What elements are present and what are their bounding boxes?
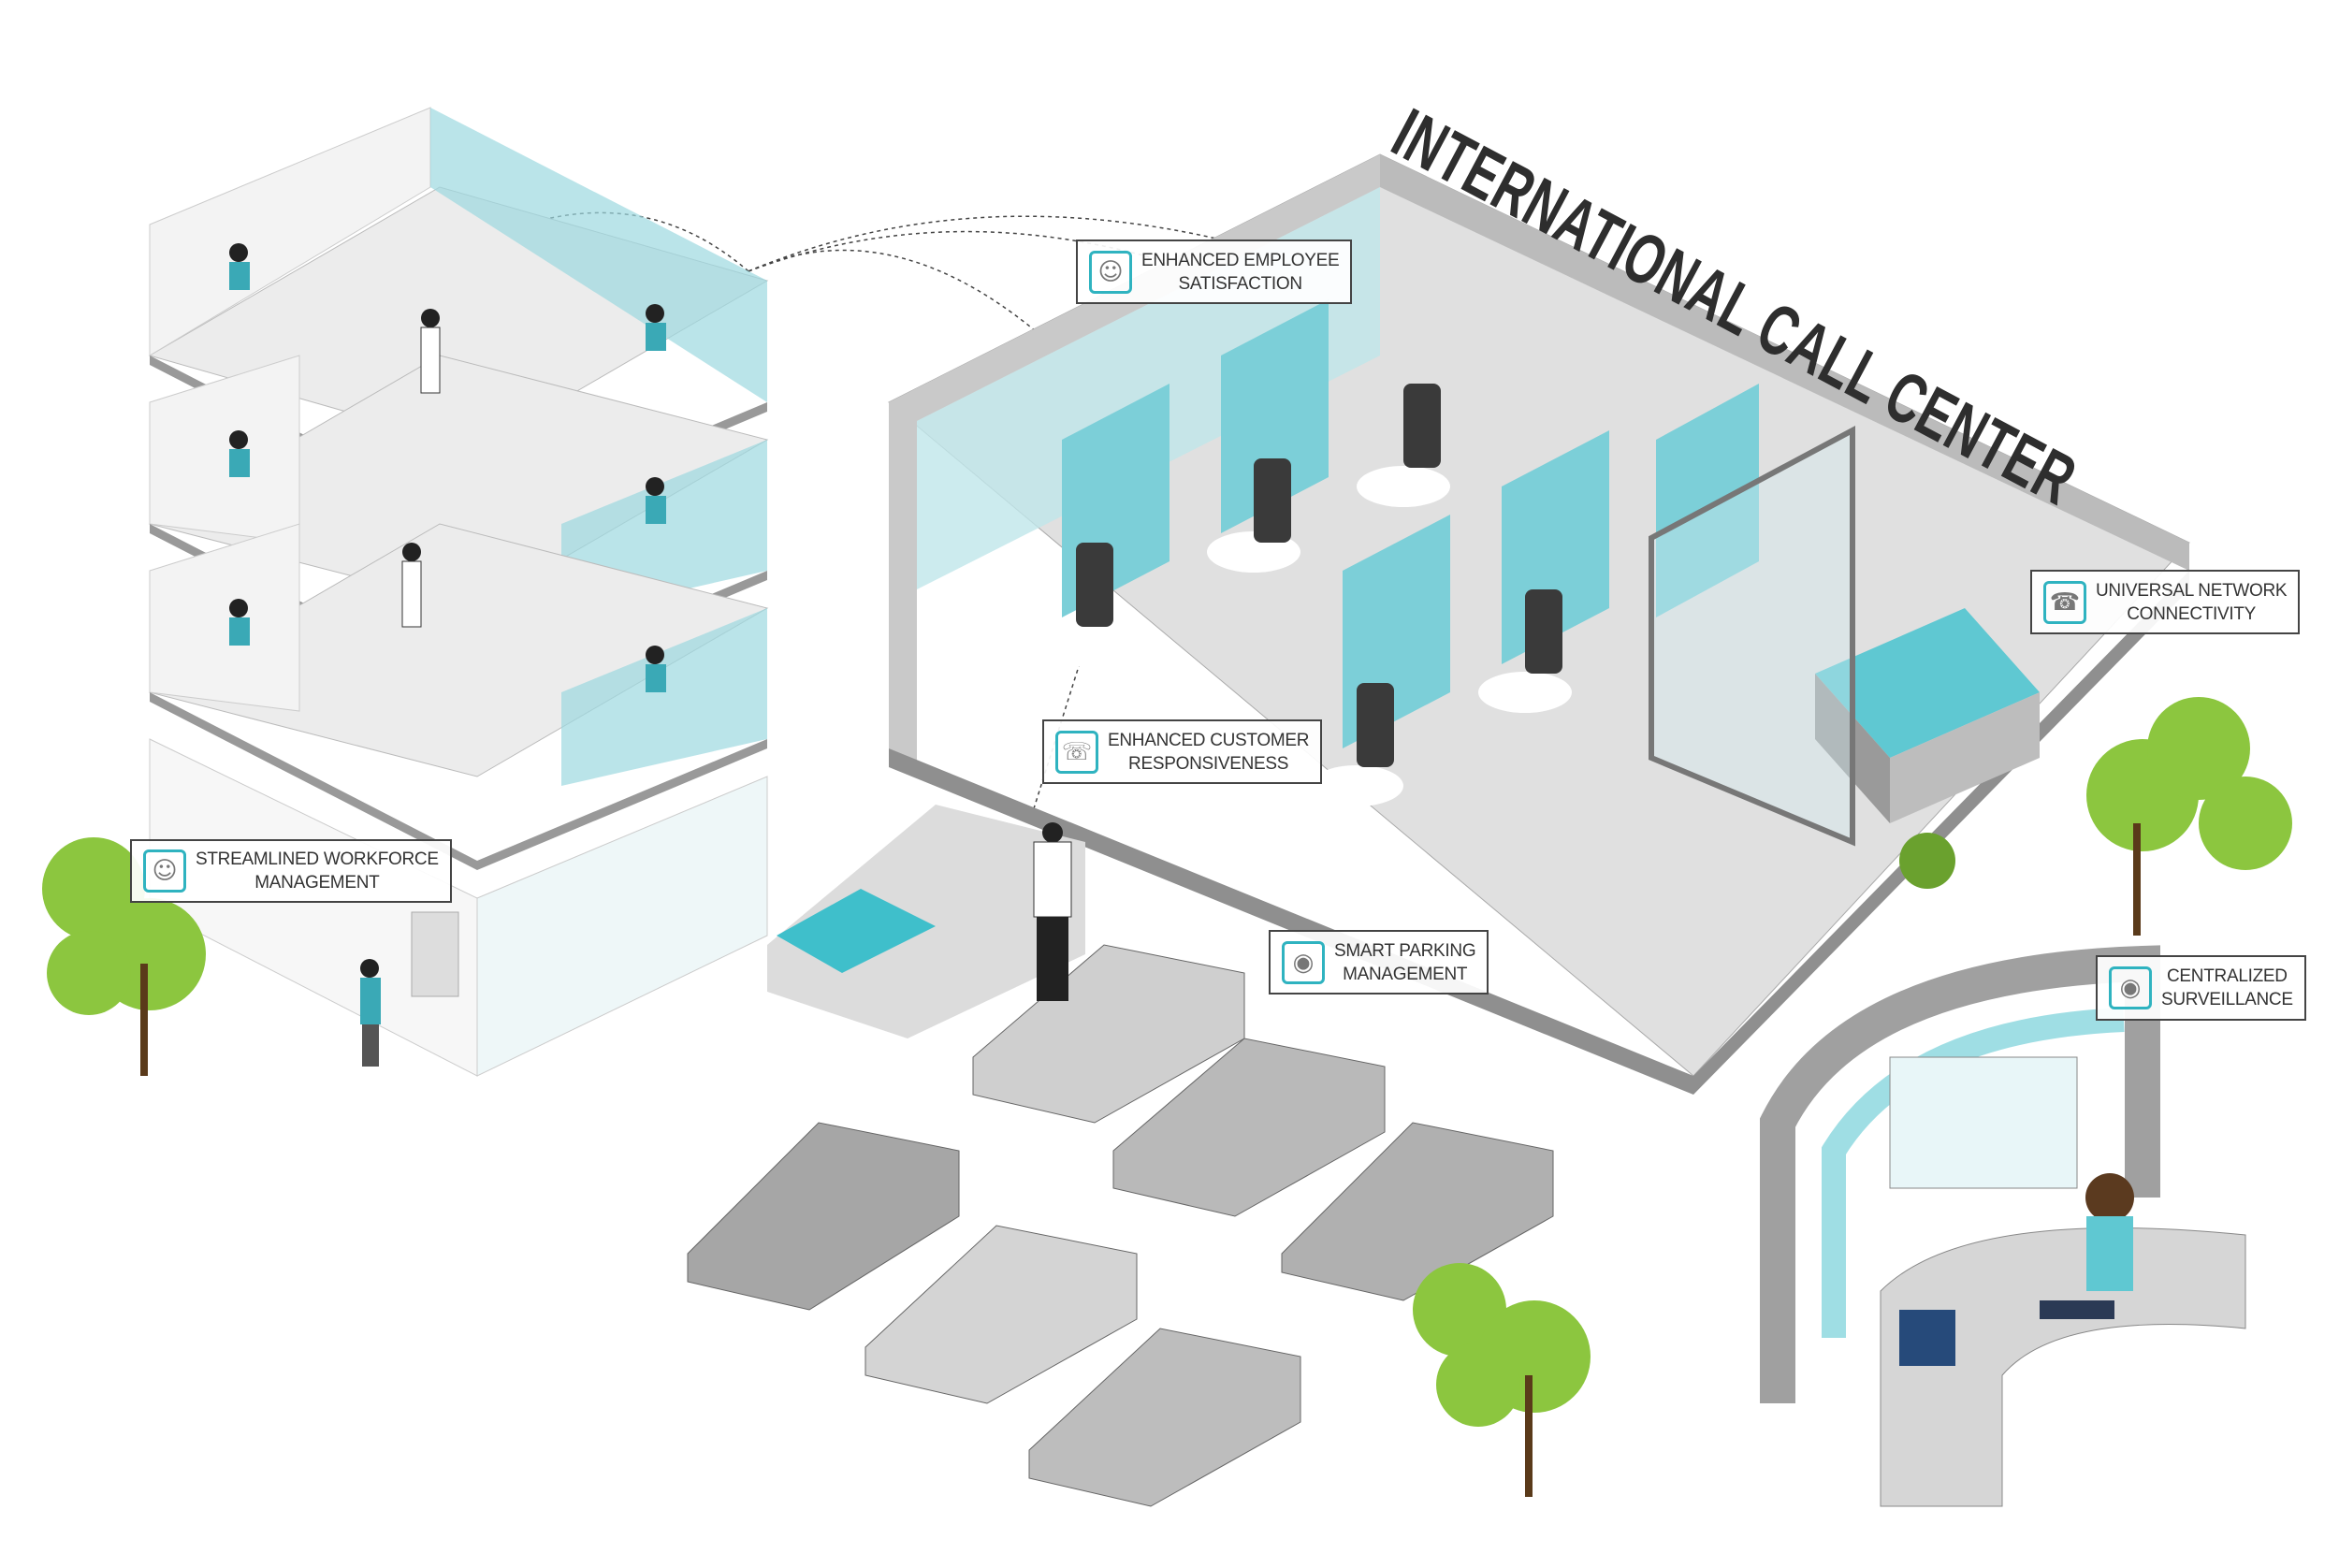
potted-plant	[1899, 833, 1955, 889]
callout-line: MANAGEMENT	[1343, 964, 1468, 984]
callout-centralized-surveillance: ◉ CENTRALIZED SURVEILLANCE	[2096, 955, 2306, 1021]
laptop	[1899, 1310, 1955, 1366]
phone-icon: ☏	[1055, 730, 1098, 774]
callout-smart-parking: ◉ SMART PARKING MANAGEMENT	[1269, 930, 1489, 995]
callout-text: SMART PARKING MANAGEMENT	[1334, 939, 1476, 986]
glass-partition	[1649, 425, 1855, 847]
callout-line: SMART PARKING	[1334, 940, 1476, 961]
callout-line: MANAGEMENT	[254, 873, 380, 893]
callout-line: ENHANCED CUSTOMER	[1108, 730, 1310, 750]
parking-lot	[687, 805, 1554, 1507]
employees-icon: ☺	[1089, 250, 1132, 294]
parking-camera-icon: ◉	[1282, 940, 1325, 984]
cctv-camera-icon: ◉	[2109, 966, 2152, 1009]
floor-2	[148, 523, 769, 870]
desk-phone-icon: ☎	[2043, 580, 2086, 624]
callout-line: SURVEILLANCE	[2161, 990, 2293, 1009]
callout-text: ENHANCED EMPLOYEE SATISFACTION	[1141, 249, 1340, 296]
callout-line: CENTRALIZED	[2167, 966, 2288, 986]
suv-teal	[767, 805, 1085, 1038]
office-chairs	[1029, 384, 1572, 806]
callout-employee-satisfaction: ☺ ENHANCED EMPLOYEE SATISFACTION	[1076, 240, 1353, 304]
car	[1028, 1328, 1301, 1507]
security-operator	[2040, 1173, 2134, 1319]
entrance-door	[411, 911, 459, 997]
office-building-left	[148, 107, 769, 1077]
callout-text: STREAMLINED WORKFORCE MANAGEMENT	[196, 848, 439, 894]
callout-customer-responsiveness: ☏ ENHANCED CUSTOMER RESPONSIVENESS	[1042, 719, 1323, 784]
car	[864, 1225, 1138, 1404]
trees	[42, 697, 2292, 1497]
workers	[229, 243, 666, 1067]
callout-line: STREAMLINED WORKFORCE	[196, 849, 439, 869]
callout-line: SATISFACTION	[1178, 273, 1303, 294]
callout-line: UNIVERSAL NETWORK	[2096, 580, 2288, 601]
callout-text: CENTRALIZED SURVEILLANCE	[2161, 965, 2293, 1011]
surveillance-room	[1760, 945, 2246, 1507]
car	[1112, 1038, 1386, 1217]
callout-workforce-management: ☺ STREAMLINED WORKFORCE MANAGEMENT	[130, 839, 452, 903]
callout-line: RESPONSIVENESS	[1128, 753, 1289, 774]
video-wall	[1889, 1056, 2078, 1189]
car	[687, 1122, 960, 1311]
businessman	[1033, 822, 1072, 1001]
floor-1	[149, 738, 768, 1077]
control-desk	[1880, 1227, 2246, 1507]
tree	[2086, 697, 2292, 936]
tree	[42, 837, 206, 1076]
callout-line: CONNECTIVITY	[2127, 603, 2257, 624]
callout-line: ENHANCED EMPLOYEE	[1141, 250, 1340, 270]
car	[1281, 1122, 1554, 1301]
callout-text: ENHANCED CUSTOMER RESPONSIVENESS	[1108, 729, 1309, 776]
team-icon: ☺	[143, 849, 186, 893]
tree	[1413, 1263, 1591, 1497]
